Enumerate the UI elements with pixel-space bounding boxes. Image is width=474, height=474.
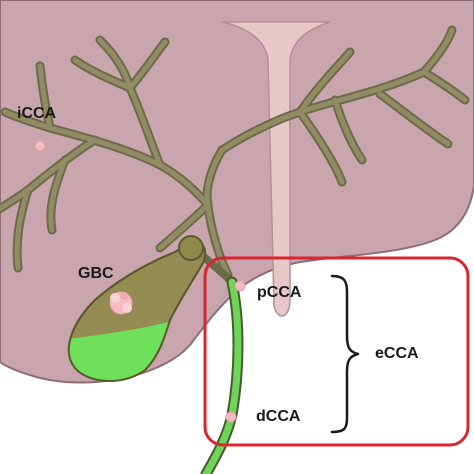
pcca-tumor	[234, 280, 246, 292]
icca-tumor	[34, 140, 46, 152]
pcca-label: pCCA	[257, 284, 302, 301]
ecca-brace	[330, 274, 360, 434]
gbc-label: GBC	[78, 265, 114, 282]
falciform-ligament	[221, 21, 331, 317]
icca-label: iCCA	[17, 105, 57, 122]
extrahepatic-region-box	[203, 256, 470, 447]
gbc-tumor	[109, 291, 133, 315]
ecca-label: eCCA	[375, 345, 419, 362]
bile-duct-tree	[0, 25, 470, 280]
dcca-label: dCCA	[256, 408, 301, 425]
dcca-tumor	[225, 411, 237, 423]
common-bile-duct-bile	[202, 278, 242, 474]
